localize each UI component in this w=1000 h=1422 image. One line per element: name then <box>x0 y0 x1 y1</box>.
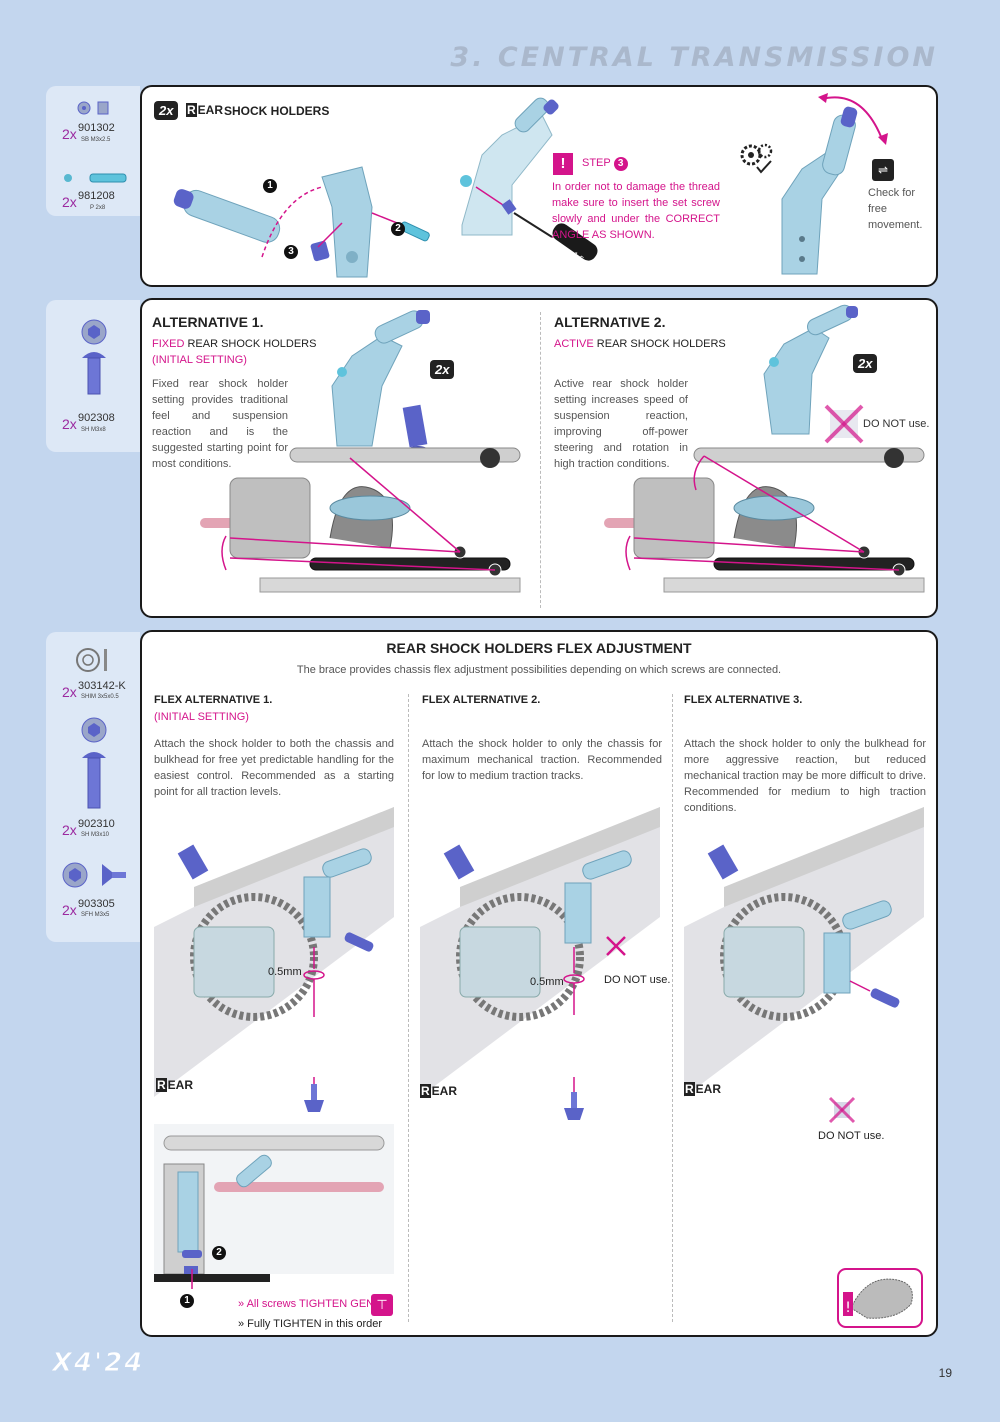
do-not-use-cross-icon <box>828 1096 856 1124</box>
alt2-subtitle: ACTIVE REAR SHOCK HOLDERS <box>554 338 726 350</box>
alternatives-box: ALTERNATIVE 1. FIXED REAR SHOCK HOLDERS … <box>140 298 938 618</box>
wrench-icon: ⇌ <box>872 159 894 181</box>
step-number-1: 1 <box>263 179 277 193</box>
flex-alt2-description: Attach the shock holder to only the chas… <box>422 738 662 782</box>
alt1-description: Fixed rear shock holder setting provides… <box>152 378 288 470</box>
tighten-gently-note: » All screws TIGHTEN GENTLY <box>238 1298 394 1310</box>
torque-icon: ⊤ <box>371 1294 393 1316</box>
button-head-screw-icon <box>81 717 107 809</box>
alternatives-divider <box>540 312 541 608</box>
part-desc: SFH M3x5 <box>81 912 110 918</box>
alt1-shock-holder-illustration <box>331 310 430 456</box>
gears-icon <box>740 143 773 174</box>
flex-alt3-title: FLEX ALTERNATIVE 3. <box>684 694 803 706</box>
tighten-order-number-1: 1 <box>180 1294 194 1308</box>
flex-alt1-description: Attach the shock holder to both the chas… <box>154 738 394 798</box>
flex-alt1-title: FLEX ALTERNATIVE 1. <box>154 694 273 706</box>
do-not-use-label: DO NOT use. <box>863 418 930 430</box>
part-qty: 2x <box>62 684 77 700</box>
part-desc: SHIM 3x5x0.5 <box>81 694 119 700</box>
pin-icon <box>64 173 127 183</box>
shock-holder-assembly-illustration <box>173 166 430 278</box>
alt1-chassis-illustration <box>200 447 521 593</box>
flex-adjustment-box: REAR SHOCK HOLDERS FLEX ADJUSTMENT The b… <box>140 630 938 1337</box>
page-number: 19 <box>938 1366 952 1380</box>
step-number-2: 2 <box>391 222 405 236</box>
alt2-shock-holder-illustration <box>763 304 858 435</box>
step-label: STEP 3 <box>582 157 628 171</box>
alt1-title: ALTERNATIVE 1. <box>152 314 264 330</box>
step-warning-text: In order not to damage the thread make s… <box>552 181 720 241</box>
set-screw-icon <box>77 101 109 115</box>
quantity-badge: 2x <box>853 354 878 373</box>
flat-head-screw-icon <box>62 862 126 888</box>
part-number: 902308 <box>78 412 115 424</box>
movement-check-illustration <box>781 93 888 275</box>
column-divider <box>672 694 673 1322</box>
button-head-screw-icon <box>81 319 107 395</box>
alt2-description: Active rear shock holder setting increas… <box>554 378 688 470</box>
do-not-use-label: DO NOT use. <box>818 1130 885 1142</box>
set-screw-insertion-illustration <box>460 97 598 261</box>
quantity-badge: 2x <box>154 101 179 120</box>
svg-text:!: ! <box>845 1300 851 1316</box>
part-desc: SH M3x10 <box>81 832 110 838</box>
warning-icon: ! <box>553 153 573 175</box>
part-number: 901302 <box>78 122 115 134</box>
flex-alt3-chassis-illustration <box>684 807 924 1097</box>
part-qty: 2x <box>62 126 77 142</box>
part-desc: SB M3x2.5 <box>81 137 111 143</box>
flat-head-screw-icon <box>304 1084 324 1112</box>
part-number: 303142-K <box>78 680 126 692</box>
part-qty: 2x <box>62 194 77 210</box>
do-not-use-label: DO NOT use. <box>604 974 671 986</box>
shim-thickness-label: 0.5mm <box>268 966 302 978</box>
tightening-order-illustration <box>154 1124 394 1289</box>
flex-title: REAR SHOCK HOLDERS FLEX ADJUSTMENT <box>386 640 692 656</box>
parts-sidebar-3: 2x 303142-K SHIM 3x5x0.5 2x 902310 SH M3… <box>46 632 140 942</box>
check-movement-text: Check for free movement. <box>868 187 923 231</box>
box-title: SHOCK HOLDERS <box>224 104 330 118</box>
shim-thickness-label: 0.5mm <box>530 976 564 988</box>
flex-alt3-description: Attach the shock holder to only the bulk… <box>684 738 926 814</box>
part-qty: 2x <box>62 822 77 838</box>
flex-alt1-initial-setting: (INITIAL SETTING) <box>154 711 249 723</box>
flex-alt2-title: FLEX ALTERNATIVE 2. <box>422 694 541 706</box>
part-qty: 2x <box>62 902 77 918</box>
flex-alt2-chassis-illustration <box>420 807 660 1102</box>
part-number: 981208 <box>78 190 115 202</box>
chassis-warning-badge: ! <box>837 1268 923 1328</box>
alt2-title: ALTERNATIVE 2. <box>554 314 666 330</box>
do-not-use-cross-icon <box>824 404 864 444</box>
flex-subtitle: The brace provides chassis flex adjustme… <box>296 664 782 676</box>
part-number: 903305 <box>78 898 115 910</box>
flex-alt1-chassis-illustration <box>154 807 394 1097</box>
part-desc: P 2x8 <box>90 205 106 211</box>
section-title: 3. CENTRAL TRANSMISSION <box>450 42 938 73</box>
step-number-3: 3 <box>284 245 298 259</box>
part-desc: SH M3x8 <box>81 427 106 433</box>
part-number: 902310 <box>78 818 115 830</box>
column-divider <box>408 694 409 1322</box>
alt2-chassis-illustration <box>604 447 925 593</box>
alt1-initial-setting: (INITIAL SETTING) <box>152 354 247 366</box>
product-logo: X4'24 <box>51 1348 145 1379</box>
tighten-order-note: » Fully TIGHTEN in this order <box>238 1318 383 1330</box>
parts-sidebar-2: 2x 902308 SH M3x8 <box>46 300 140 452</box>
alt1-subtitle: FIXED REAR SHOCK HOLDERS <box>152 338 317 350</box>
shim-icon <box>76 648 107 672</box>
quantity-badge: 2x <box>430 360 455 379</box>
flat-head-screw-icon <box>564 1092 584 1120</box>
tighten-order-number-2: 2 <box>212 1246 226 1260</box>
parts-sidebar-1: 2x 901302 SB M3x2.5 2x 981208 P 2x8 <box>46 86 140 216</box>
part-qty: 2x <box>62 416 77 432</box>
